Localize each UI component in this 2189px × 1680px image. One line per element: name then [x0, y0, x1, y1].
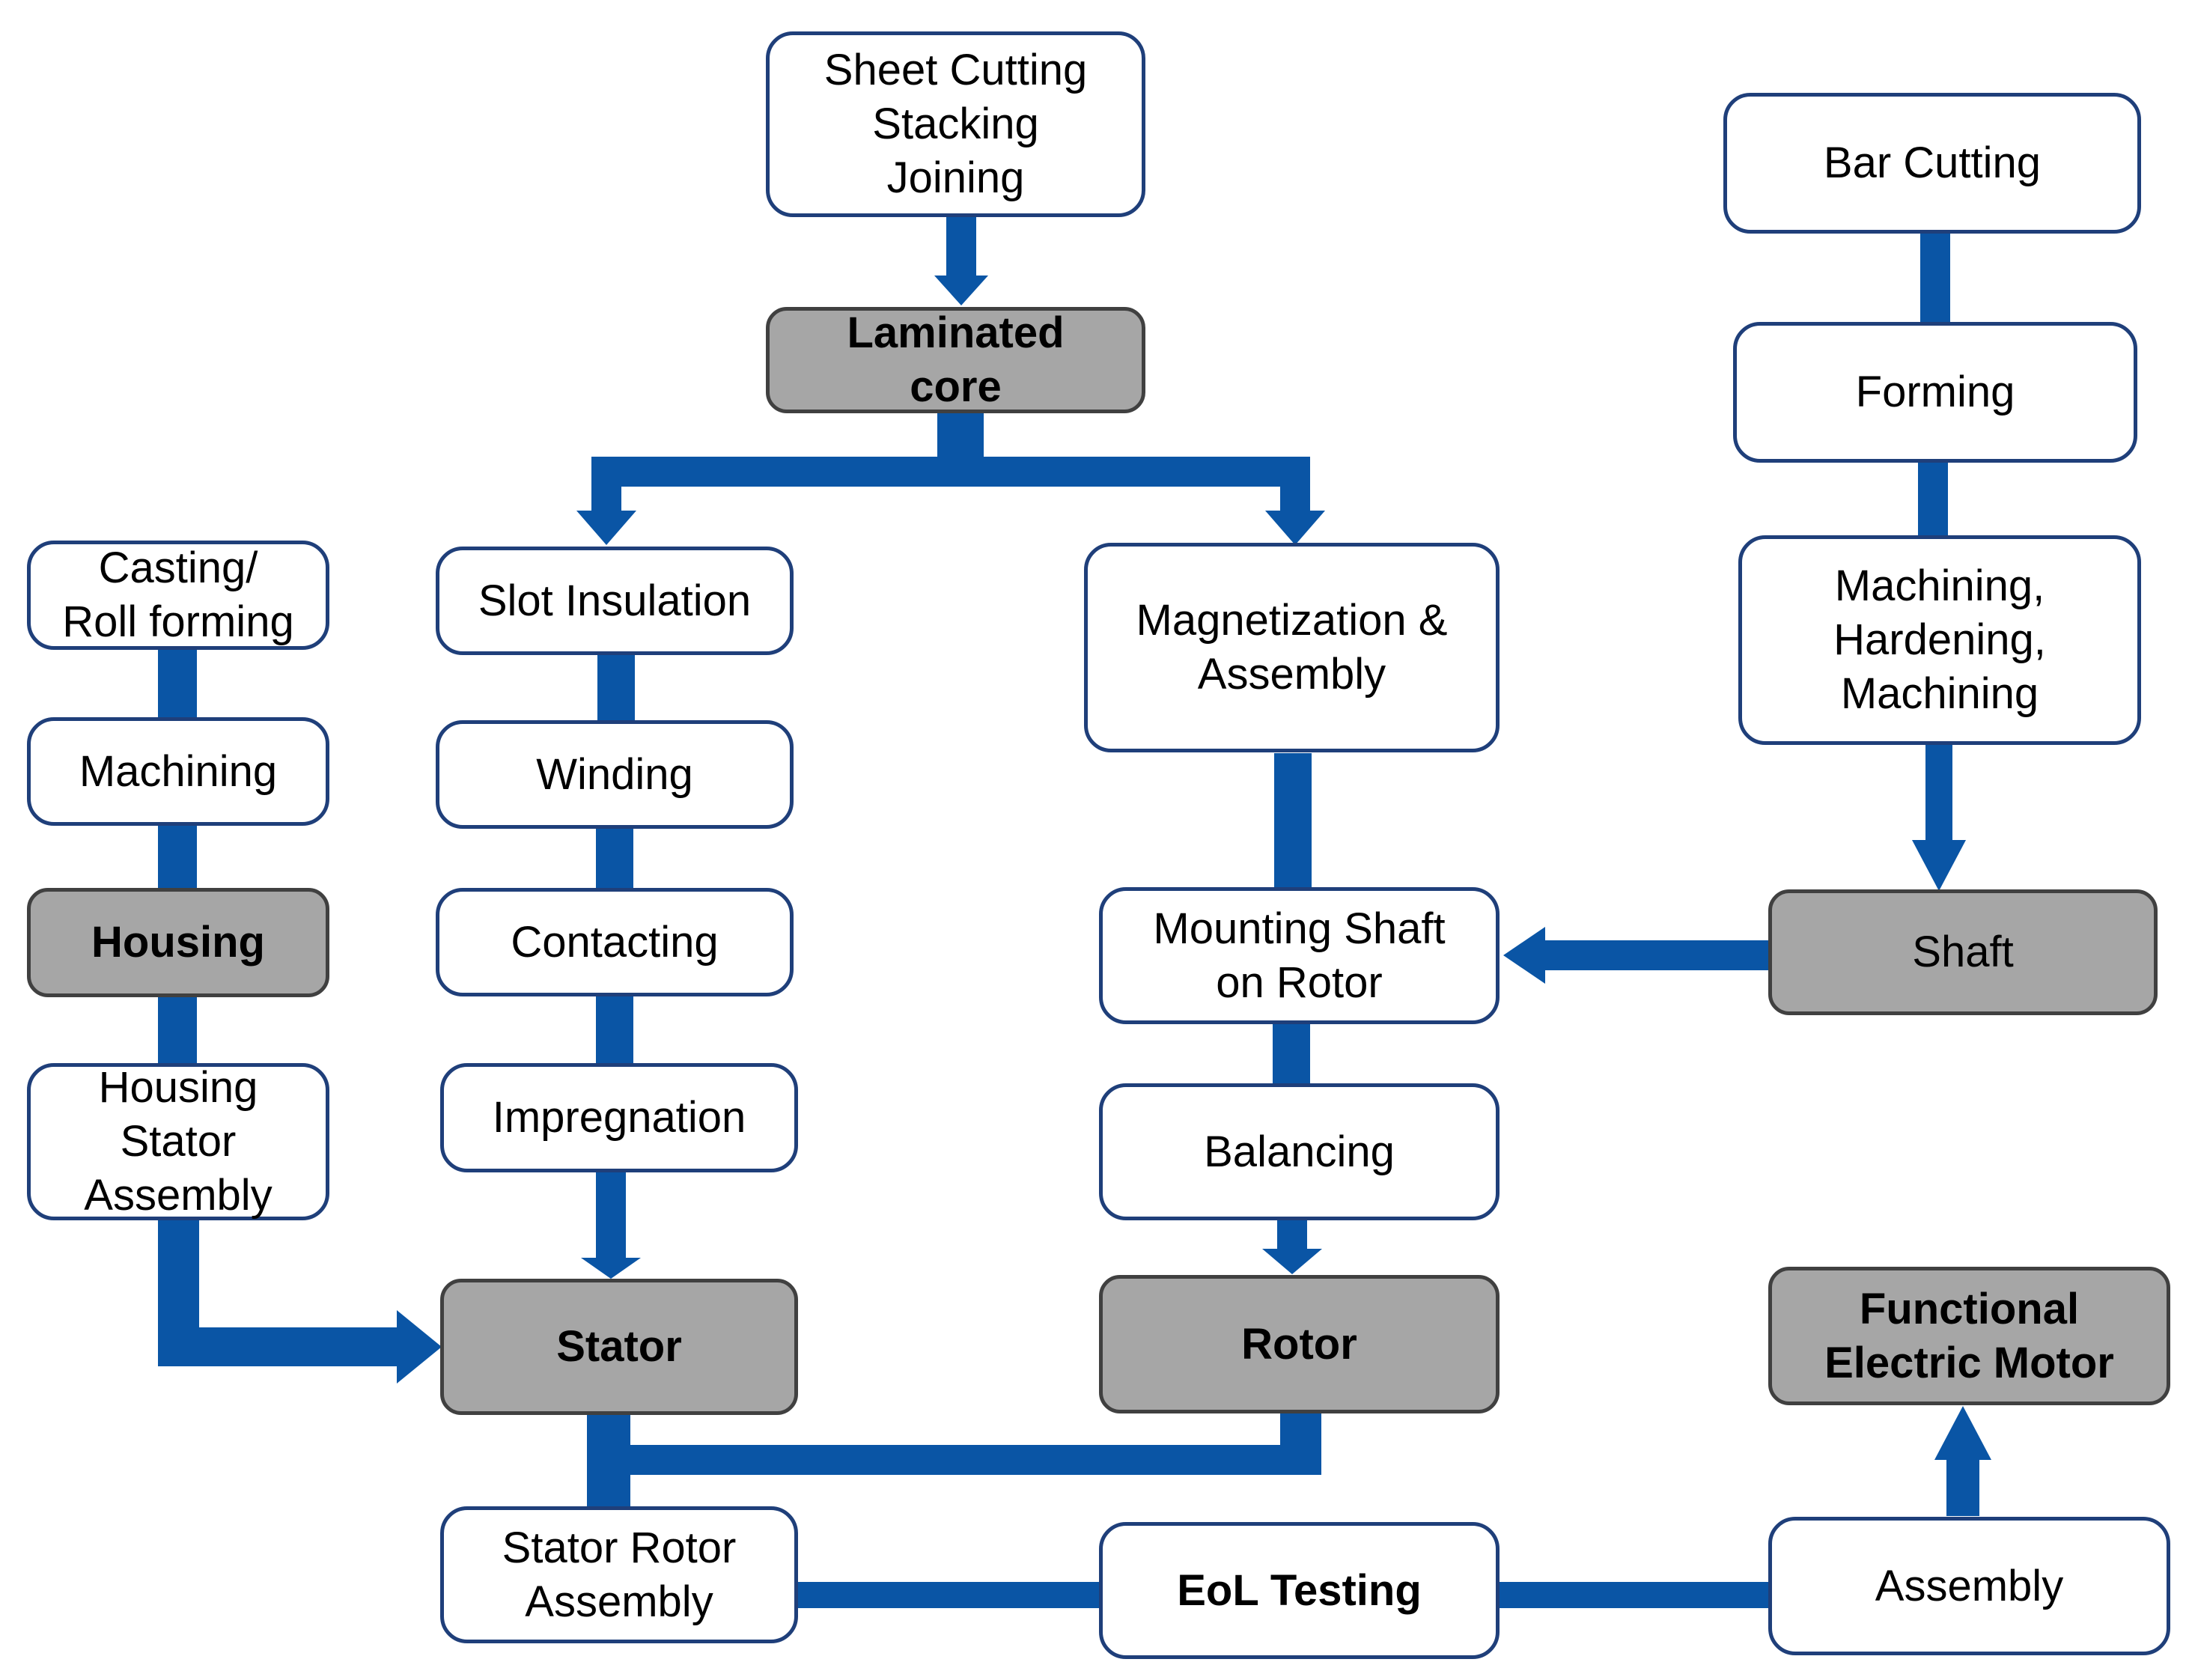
arrowhead-mounting [1503, 927, 1545, 984]
assembly-label: Assembly [1875, 1561, 2064, 1610]
connector-sheet-to-core [946, 217, 976, 277]
housing-stator-assembly-label: Housing Stator Assembly [84, 1063, 273, 1220]
functional-motor-box: Functional Electric Motor [1768, 1267, 2170, 1405]
machining-label: Machining [79, 746, 278, 796]
arrowhead-stator [581, 1258, 641, 1279]
eol-testing-label: EoL Testing [1177, 1565, 1422, 1615]
connector-balancing-rotor [1277, 1220, 1307, 1250]
forming-box: Forming [1733, 322, 2137, 463]
connector-machining-housing [158, 824, 197, 889]
connector-assembly-motor [1946, 1456, 1979, 1516]
housing-label: Housing [91, 918, 265, 967]
impregnation-label: Impregnation [492, 1093, 746, 1142]
laminated-core-label: Laminated core [847, 308, 1065, 411]
housing-stator-assembly-box: Housing Stator Assembly [27, 1063, 329, 1220]
winding-label: Winding [536, 749, 693, 799]
slot-insulation-label: Slot Insulation [478, 576, 752, 625]
balancing-label: Balancing [1204, 1127, 1395, 1176]
bar-cutting-label: Bar Cutting [1823, 139, 2042, 187]
connector-slot-winding [597, 655, 635, 722]
casting-box: Casting/ Roll forming [27, 541, 329, 650]
connector-core-bar [591, 457, 1310, 487]
slot-insulation-box: Slot Insulation [436, 547, 794, 655]
machining-hardening-label: Machining, Hardening, Machining [1833, 561, 2046, 718]
eol-testing-box: EoL Testing [1099, 1522, 1500, 1659]
arrowhead-stator-left [397, 1310, 442, 1384]
balancing-box: Balancing [1099, 1083, 1500, 1220]
connector-stator-rotor-bar [587, 1445, 1321, 1475]
stator-rotor-assembly-label: Stator Rotor Assembly [502, 1523, 737, 1626]
magnetization-box: Magnetization & Assembly [1084, 543, 1500, 752]
arrowhead-core [934, 276, 988, 305]
connector-machining-shaft [1925, 745, 1952, 842]
connector-bar-forming [1920, 234, 1950, 323]
contacting-label: Contacting [511, 917, 719, 967]
stator-rotor-assembly-box: Stator Rotor Assembly [440, 1506, 798, 1643]
arrowhead-motor [1934, 1406, 1991, 1460]
arrowhead-slot-insulation [576, 511, 636, 545]
connector-forming-machining [1918, 463, 1948, 536]
connector-core-stem [937, 412, 984, 458]
connector-housing-hsa [158, 997, 197, 1063]
connector-impregnation-stator [596, 1172, 626, 1265]
connector-eol-assembly [1500, 1582, 1769, 1608]
stator-label: Stator [556, 1322, 682, 1371]
sheet-cutting-box: Sheet Cutting Stacking Joining [766, 31, 1145, 217]
contacting-box: Contacting [436, 888, 794, 996]
connector-shaft-mounting [1542, 940, 1771, 970]
connector-contacting-impregnation [596, 996, 633, 1063]
housing-box: Housing [27, 888, 329, 997]
magnetization-label: Magnetization & Assembly [1136, 596, 1448, 699]
winding-box: Winding [436, 720, 794, 829]
rotor-label: Rotor [1241, 1319, 1357, 1369]
shaft-label: Shaft [1912, 928, 2014, 976]
stator-box: Stator [440, 1279, 798, 1415]
arrowhead-shaft [1912, 840, 1966, 891]
machining-box: Machining [27, 717, 329, 826]
functional-motor-label: Functional Electric Motor [1824, 1284, 2114, 1387]
mounting-shaft-box: Mounting Shaft on Rotor [1099, 887, 1500, 1024]
laminated-core-box: Laminated core [766, 307, 1145, 413]
shaft-box: Shaft [1768, 889, 2158, 1015]
mounting-shaft-label: Mounting Shaft on Rotor [1153, 904, 1446, 1007]
connector-mounting-balancing [1273, 1024, 1310, 1084]
bar-cutting-box: Bar Cutting [1723, 93, 2141, 234]
machining-hardening-box: Machining, Hardening, Machining [1738, 535, 2141, 745]
casting-label: Casting/ Roll forming [62, 544, 294, 646]
rotor-box: Rotor [1099, 1275, 1500, 1413]
sheet-cutting-label: Sheet Cutting Stacking Joining [823, 46, 1088, 202]
forming-label: Forming [1855, 368, 2015, 416]
assembly-box: Assembly [1768, 1517, 2170, 1655]
arrowhead-magnetization [1265, 511, 1325, 545]
connector-sra-eol [797, 1582, 1100, 1608]
connector-core-left-drop [591, 457, 621, 513]
connector-magnetization-mounting [1274, 753, 1312, 888]
arrowhead-rotor [1262, 1249, 1322, 1274]
connector-winding-contacting [596, 827, 633, 891]
connector-casting-machining [158, 650, 197, 719]
impregnation-box: Impregnation [440, 1063, 798, 1172]
connector-core-right-drop [1280, 457, 1310, 513]
connector-hsa-right [158, 1327, 405, 1366]
